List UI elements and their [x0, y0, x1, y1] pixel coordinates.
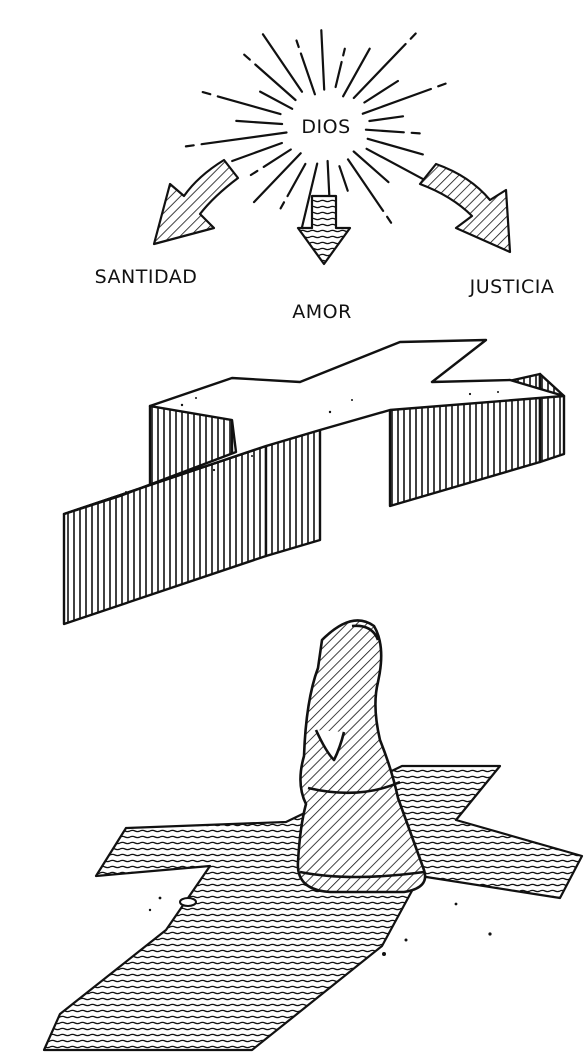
arrow-down-icon — [296, 194, 352, 266]
sunburst-ray — [259, 90, 294, 110]
sunburst-dash — [184, 144, 195, 148]
sunburst-ray — [320, 29, 326, 91]
arrow-left-icon — [152, 158, 240, 246]
sunburst-dash — [295, 39, 300, 49]
arrow-right-icon — [418, 162, 512, 254]
sunburst-ray — [363, 79, 399, 104]
cross-ground — [42, 764, 584, 1052]
label-dios: DIOS — [301, 116, 350, 138]
sunburst-dash — [386, 215, 393, 224]
sunburst-ray — [262, 148, 292, 168]
sunburst-ray — [366, 137, 424, 156]
sunburst-rays — [184, 29, 448, 233]
sunburst-ray — [352, 42, 407, 100]
kneeling-figure — [296, 619, 427, 894]
sunburst-dash — [249, 169, 259, 177]
ground-speckles — [148, 896, 492, 956]
sunburst-ray — [352, 150, 390, 184]
sunburst-dash — [437, 82, 447, 88]
label-santidad: SANTIDAD — [95, 266, 198, 288]
sunburst-ray — [200, 131, 288, 146]
sunburst-dash — [409, 32, 417, 40]
sunburst-ray — [368, 115, 405, 123]
sunburst-ray — [261, 33, 304, 93]
label-amor: AMOR — [292, 301, 352, 323]
sunburst-ray — [361, 87, 432, 115]
sunburst-ray — [342, 47, 371, 98]
cross-3d — [62, 338, 566, 626]
sunburst-ray — [338, 165, 349, 192]
sunburst-ray — [235, 119, 284, 126]
sunburst-ray — [216, 95, 282, 116]
sunburst-dash — [410, 131, 421, 135]
sunburst-ray — [364, 128, 405, 134]
sunburst-ray — [252, 152, 302, 204]
sunburst-ray — [334, 60, 343, 89]
sunburst-ray — [286, 162, 307, 198]
sunburst-dash — [342, 47, 346, 57]
sunburst-ray — [299, 162, 319, 233]
sunburst-ray — [254, 63, 297, 102]
sunburst-dash — [201, 90, 212, 96]
sunburst-dash — [243, 53, 251, 61]
label-justicia: JUSTICIA — [469, 276, 555, 298]
sunburst-ray — [365, 147, 434, 186]
sunburst-ray — [299, 52, 316, 96]
sunburst-ray — [231, 141, 283, 163]
sunburst-ray — [346, 158, 385, 212]
sunburst-dash — [279, 201, 286, 210]
